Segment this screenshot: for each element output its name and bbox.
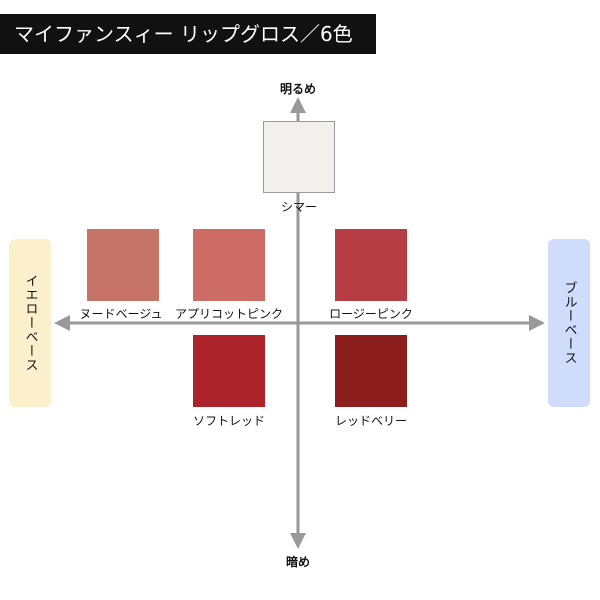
swatch-soft-red — [193, 335, 265, 407]
blue-base-panel: ブルーベース — [548, 239, 590, 407]
right-arrow-icon — [529, 315, 545, 331]
left-arrow-icon — [54, 315, 70, 331]
swatch-label-red-berry: レッドベリー — [334, 414, 408, 428]
swatch-label-soft-red: ソフトレッド — [192, 414, 266, 428]
swatch-apricot-pink — [193, 229, 265, 301]
axis-label-bottom: 暗め — [285, 555, 311, 569]
axis-label-right: ブルーベース — [561, 281, 577, 365]
swatch-label-rosy-pink: ロージーピンク — [329, 307, 413, 321]
swatch-red-berry — [335, 335, 407, 407]
yellow-base-panel: イエローベース — [9, 239, 51, 407]
axis-label-top: 明るめ — [279, 82, 317, 96]
swatch-shimmer — [263, 121, 335, 193]
swatch-label-nude-beige: ヌードベージュ — [79, 307, 163, 321]
axis-label-left: イエローベース — [22, 274, 38, 372]
swatch-label-shimmer: シマー — [280, 200, 318, 214]
swatch-label-apricot-pink: アプリコットピンク — [174, 307, 284, 321]
up-arrow-icon — [290, 97, 306, 113]
swatch-nude-beige — [87, 229, 159, 301]
swatch-rosy-pink — [335, 229, 407, 301]
down-arrow-icon — [290, 533, 306, 549]
page-title: マイファンスィー リップグロス／6色 — [0, 14, 376, 54]
